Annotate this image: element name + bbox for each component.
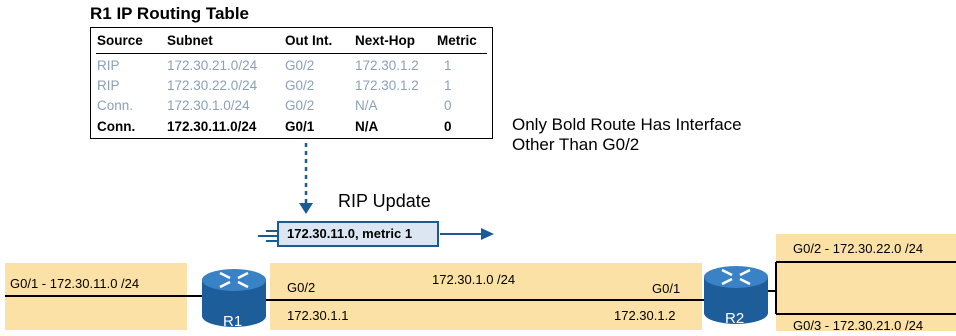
r2-g01-label: G0/1 [652, 281, 681, 296]
row-source: Conn. [97, 98, 134, 113]
row-subnet: 172.30.11.0/24 [167, 119, 257, 134]
router-r1-icon [202, 269, 266, 327]
r1-ip-label: 172.30.1.1 [287, 308, 349, 323]
row-next-hop: 172.30.1.2 [355, 58, 419, 73]
row-next-hop: N/A [355, 98, 378, 113]
row-out-int: G0/2 [285, 98, 315, 113]
wan-link-band [270, 263, 702, 330]
link-subnet-label: 172.30.1.0 /24 [432, 272, 516, 287]
r1-g02-label: G0/2 [287, 280, 316, 295]
header-source: Source [97, 33, 143, 48]
routing-table-title: R1 IP Routing Table [90, 4, 249, 23]
router-r1-name: R1 [223, 313, 243, 330]
row-source: Conn. [97, 119, 136, 134]
row-metric: 1 [444, 58, 452, 73]
row-subnet: 172.30.1.0/24 [167, 98, 250, 113]
header-metric: Metric [437, 33, 477, 48]
r2-ip-label: 172.30.1.2 [614, 308, 676, 323]
row-subnet: 172.30.21.0/24 [167, 58, 258, 73]
header-subnet: Subnet [167, 33, 213, 48]
router-r2-icon [704, 266, 768, 324]
note: Only Bold Route Has Interface Other Than… [512, 115, 742, 155]
row-next-hop: 172.30.1.2 [355, 78, 419, 93]
note-line-1: Only Bold Route Has Interface [512, 115, 742, 134]
note-line-2: Other Than G0/2 [512, 135, 640, 154]
r2-g02-label: G0/2 - 172.30.22.0 /24 [793, 241, 924, 256]
row-source: RIP [97, 78, 120, 93]
dashed-arrow-head [299, 203, 313, 214]
header-next-hop: Next-Hop [355, 33, 415, 48]
header-out-int: Out Int. [285, 33, 333, 48]
router-r2-name: R2 [725, 310, 745, 327]
update-arrow-head [481, 228, 494, 240]
row-out-int: G0/2 [285, 78, 315, 93]
r2-g03-label: G0/3 - 172.30.21.0 /24 [793, 318, 924, 333]
rip-update-label: RIP Update [338, 191, 431, 211]
routing-table: Source Subnet Out Int. Next-Hop Metric R… [90, 27, 493, 139]
row-next-hop: N/A [355, 119, 379, 134]
header-divider [96, 53, 487, 54]
row-metric: 0 [444, 119, 452, 134]
row-source: RIP [97, 58, 120, 73]
row-metric: 0 [444, 98, 452, 113]
row-out-int: G0/1 [285, 119, 315, 134]
row-metric: 1 [444, 78, 452, 93]
row-out-int: G0/2 [285, 58, 315, 73]
rip-update-message: 172.30.11.0, metric 1 [277, 221, 439, 247]
r1-g01-label: G0/1 - 172.30.11.0 /24 [10, 276, 140, 291]
row-subnet: 172.30.22.0/24 [167, 78, 258, 93]
